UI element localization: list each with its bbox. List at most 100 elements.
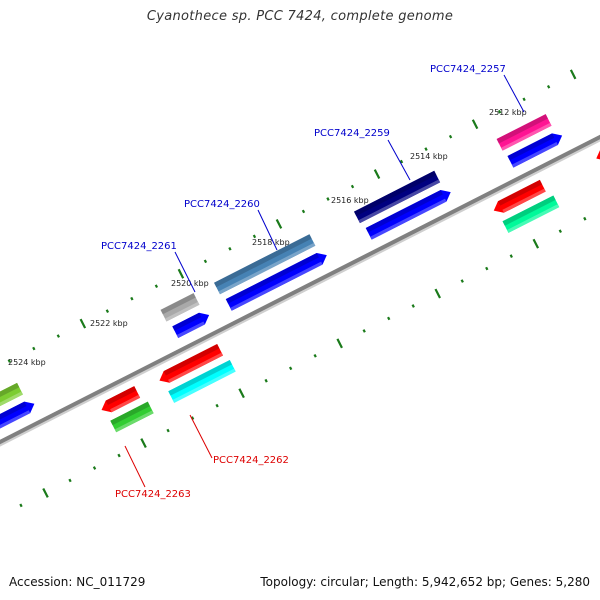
gene-PCC7424_2259-shade [354, 170, 437, 216]
cds-PCC7424_2260-highlight [230, 261, 323, 311]
cds-PCC7424_2261-shade [172, 312, 202, 331]
gene-left-outer[interactable] [0, 382, 23, 427]
cds-PCC7424_2257-shade [507, 133, 555, 161]
label-leader-line [124, 445, 146, 488]
inner-minor-tick [485, 266, 489, 271]
outer-minor-tick [7, 359, 11, 363]
cds-left-outer[interactable] [0, 401, 35, 445]
genome-backbone [0, 134, 600, 445]
outer-minor-tick [350, 184, 355, 189]
gene-label-PCC7424_2260[interactable]: PCC7424_2260 [184, 199, 260, 210]
gene-right-inner[interactable] [502, 195, 560, 233]
cds-PCC7424_2261[interactable] [172, 312, 210, 338]
gene-PCC7424_2263-shade [110, 401, 151, 426]
map-title: Cyanothece sp. PCC 7424, complete genome [146, 9, 454, 24]
inner-minor-tick [558, 229, 562, 234]
cds-PCC7424_2262-shade [163, 343, 220, 376]
inner-major-tick [336, 338, 343, 349]
outer-minor-tick [522, 97, 526, 102]
outer-major-tick [79, 318, 87, 329]
cds-right_inner-highlight [502, 188, 546, 213]
cds-PCC7424_2261-body[interactable] [172, 312, 210, 338]
inner-major-tick [238, 388, 245, 399]
inner-minor-tick [288, 366, 293, 371]
outer-minor-tick [56, 334, 60, 338]
inner-major-tick [140, 438, 147, 449]
gene-PCC7424_2259-highlight [358, 179, 441, 224]
cds-right_inner[interactable] [493, 179, 546, 213]
kbp-label: 2518 kbp [252, 238, 290, 247]
gene-label-PCC7424_2257[interactable]: PCC7424_2257 [430, 64, 506, 75]
accession-text: Accession: NC_011729 [9, 575, 146, 589]
inner-minor-tick [19, 503, 23, 508]
gene-PCC7424_2262[interactable] [168, 359, 236, 403]
inner-minor-tick [92, 466, 97, 470]
cds-PCC7424_2262-highlight [168, 352, 224, 383]
gene-PCC7424_2257-highlight [501, 122, 552, 151]
outer-major-tick [569, 69, 577, 80]
gene-label-PCC7424_2259[interactable]: PCC7424_2259 [314, 128, 390, 139]
cds-PCC7424_2262[interactable] [159, 343, 224, 383]
outer-minor-tick [497, 109, 502, 114]
label-leader-line [189, 414, 213, 459]
cds-PCC7424_2260[interactable] [225, 252, 327, 311]
gene-label-PCC7424_2263[interactable]: PCC7424_2263 [115, 489, 191, 500]
cds-PCC7424_2263[interactable] [101, 386, 141, 413]
label-leader-line [503, 74, 525, 113]
inner-minor-tick [583, 216, 587, 221]
outer-minor-tick [105, 309, 110, 313]
gene-PCC7424_2260[interactable] [214, 234, 316, 295]
kbp-label: 2512 kbp [489, 108, 527, 117]
kbp-label: 2520 kbp [171, 279, 209, 288]
cds-PCC7424_2257[interactable] [507, 133, 563, 168]
kbp-label: 2514 kbp [410, 152, 448, 161]
gene-PCC7424_2261-highlight [164, 301, 200, 322]
inner-minor-tick [460, 279, 464, 283]
cds-PCC7424_2257-highlight [511, 142, 558, 168]
genome-summary-text: Topology: circular; Length: 5,942,652 bp… [260, 575, 590, 589]
outer-major-tick [471, 119, 479, 130]
outer-major-tick [177, 268, 185, 279]
outer-minor-tick [203, 259, 208, 264]
gene-left-outer-highlight [0, 391, 23, 407]
cds-PCC7424_2260-body[interactable] [225, 252, 327, 311]
gene-label-PCC7424_2262[interactable]: PCC7424_2262 [213, 455, 289, 466]
cds-right-edge-body[interactable] [596, 135, 600, 161]
cds-PCC7424_2263-highlight [110, 394, 141, 413]
cds-PCC7424_2261-highlight [176, 321, 205, 338]
outer-minor-tick [301, 209, 306, 214]
outer-minor-tick [252, 234, 257, 239]
outer-minor-tick [130, 296, 134, 301]
kbp-label: 2516 kbp [331, 196, 369, 205]
inner-major-tick [434, 288, 441, 299]
inner-minor-tick [215, 403, 219, 408]
inner-minor-tick [313, 353, 317, 358]
gene-PCC7424_2260-highlight [218, 242, 316, 295]
gene-label-PCC7424_2261[interactable]: PCC7424_2261 [101, 241, 177, 252]
gene-PCC7424_2262-shade [168, 359, 233, 396]
gene-PCC7424_2263-highlight [114, 410, 154, 433]
cds-PCC7424_2260-shade [225, 252, 319, 304]
cds-PCC7424_2257-body[interactable] [507, 133, 563, 168]
cds-PCC7424_2259-shade [365, 189, 443, 233]
inner-major-tick [42, 487, 49, 498]
outer-major-tick [275, 218, 283, 229]
inner-minor-tick [166, 428, 170, 433]
gene-PCC7424_2261[interactable] [160, 293, 200, 322]
outer-minor-tick [546, 85, 551, 89]
outer-minor-tick [326, 197, 330, 201]
cds-PCC7424_2259-body[interactable] [365, 189, 451, 240]
inner-minor-tick [68, 478, 72, 483]
cds-PCC7424_2259[interactable] [365, 189, 451, 240]
label-leader-line [257, 209, 278, 251]
gene-right-inner-highlight [506, 204, 560, 233]
inner-major-tick [532, 238, 540, 249]
gene-PCC7424_2257[interactable] [496, 114, 552, 151]
gene-PCC7424_2259[interactable] [354, 170, 441, 224]
gene-PCC7424_2261-shade [160, 293, 196, 315]
cds-right-edge[interactable] [596, 135, 600, 161]
inner-minor-tick [411, 304, 415, 308]
outer-major-tick [373, 169, 381, 180]
gene-PCC7424_2263[interactable] [110, 401, 154, 433]
